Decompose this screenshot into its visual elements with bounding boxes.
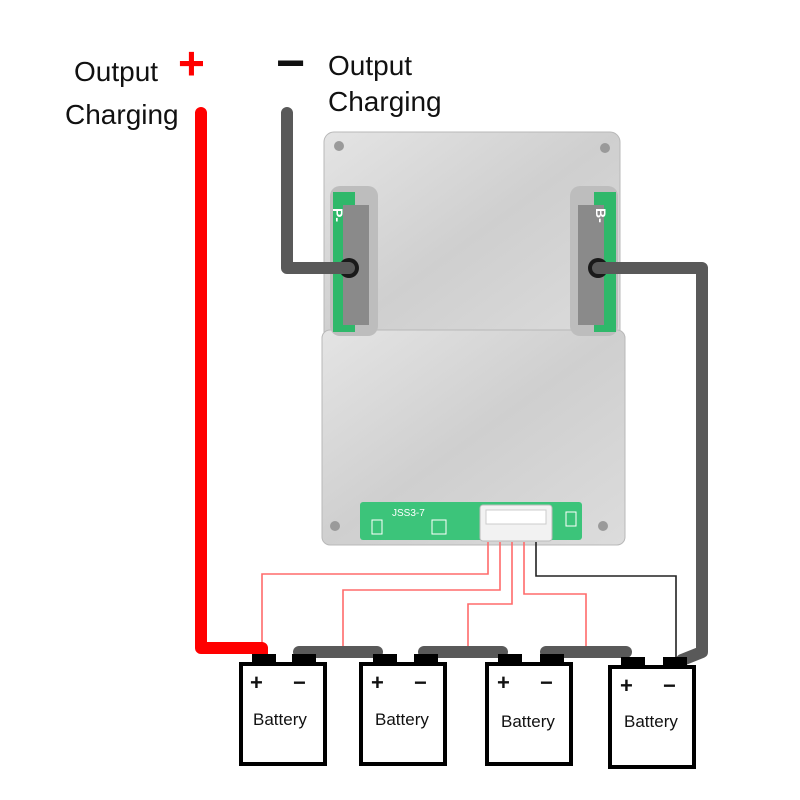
battery-1-minus: − (293, 670, 306, 695)
battery-1-plus: + (250, 670, 263, 695)
battery-4: + − Battery (608, 657, 696, 769)
negative-charging-label: Charging (328, 86, 442, 117)
battery-3-plus: + (497, 670, 510, 695)
battery-negative-wire (592, 262, 708, 666)
pcb-header-text: JSS3-7 (392, 508, 425, 519)
screw (334, 141, 344, 151)
battery-4-plus: + (620, 673, 633, 698)
screw (600, 143, 610, 153)
battery-bank: + − Battery + − Battery + − Battery + − … (239, 654, 696, 769)
negative-symbol: − (276, 35, 306, 91)
balance-wire-red (523, 542, 587, 652)
battery-2-plus: + (371, 670, 384, 695)
battery-2-label: Battery (375, 710, 429, 729)
board-bottom-plate (321, 329, 626, 546)
balance-wires (261, 542, 677, 660)
bms-board: P- B- JSS3-7 (321, 131, 626, 546)
balance-wire-black (535, 542, 677, 660)
balance-wire-red (467, 542, 513, 652)
battery-2: + − Battery (359, 654, 447, 766)
positive-output-label: Output (74, 56, 159, 87)
balance-wire-red (342, 542, 501, 648)
positive-output-wire (195, 107, 268, 666)
screw (330, 521, 340, 531)
battery-3-label: Battery (501, 712, 555, 731)
screw (598, 521, 608, 531)
main-wires (195, 107, 708, 666)
battery-1: + − Battery (239, 654, 327, 766)
battery-1-label: Battery (253, 710, 307, 729)
balance-wire-red (261, 542, 489, 652)
battery-4-label: Battery (624, 712, 678, 731)
battery-3-minus: − (540, 670, 553, 695)
battery-2-minus: − (414, 670, 427, 695)
pad-right-label: B- (593, 208, 609, 223)
battery-3: + − Battery (485, 654, 573, 766)
negative-output-label: Output (328, 50, 413, 81)
positive-charging-label: Charging (65, 99, 179, 130)
pad-left-label: P- (330, 208, 346, 222)
battery-4-minus: − (663, 673, 676, 698)
negative-output-wire (281, 107, 355, 274)
positive-symbol: + (178, 37, 205, 89)
